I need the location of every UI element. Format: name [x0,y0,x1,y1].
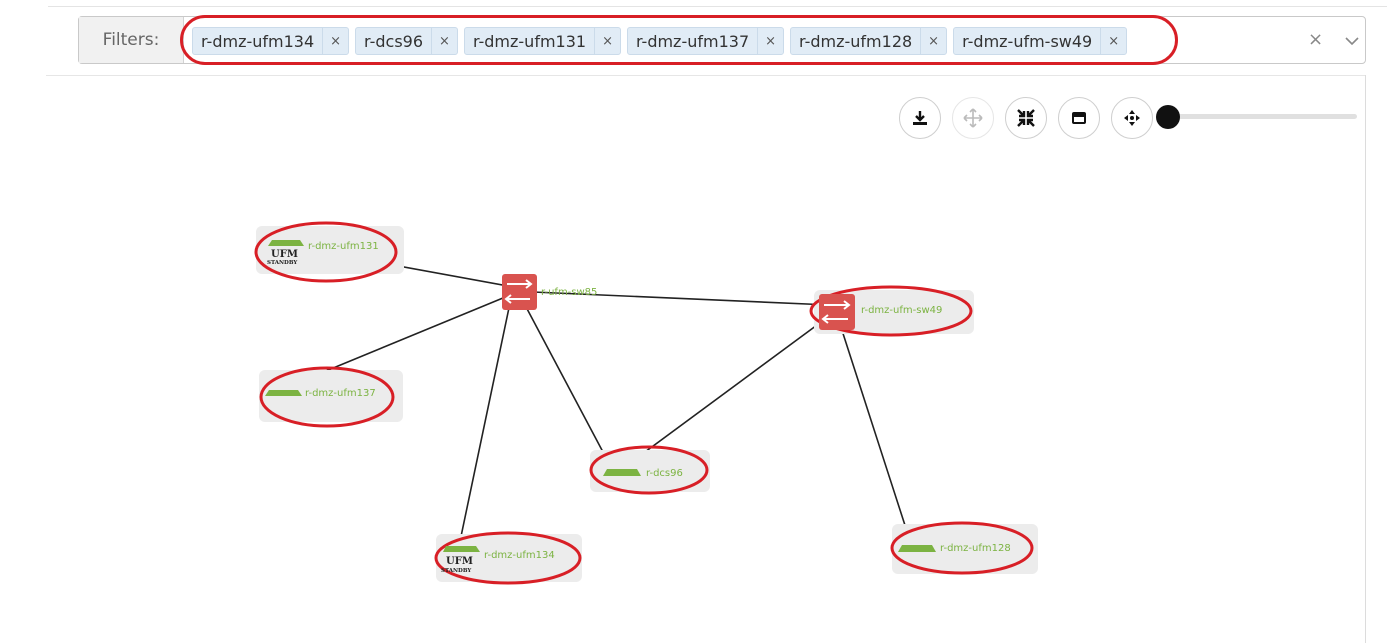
node-label: r-dmz-ufm134 [484,550,555,561]
standby-badge: STANDBY [267,260,297,266]
filter-chip-label: r-dmz-ufm131 [472,31,587,51]
node-label: r-ufm-sw85 [541,287,597,298]
ufm-badge: UFM [271,249,298,260]
server-icon [268,240,304,246]
filter-chip: r-dmz-ufm134 × [192,27,350,55]
filter-bar: Filters: r-dmz-ufm134 × r-dcs96 × r-dmz-… [78,16,1366,64]
canvas-right-border [1365,75,1366,643]
remove-chip-button[interactable]: × [920,28,946,54]
center-icon [1124,110,1140,126]
remove-chip-button[interactable]: × [1100,28,1126,54]
switch-icon [819,294,855,330]
node-r-ufm-sw85[interactable]: r-ufm-sw85 [502,274,597,310]
filter-chip: r-dcs96 × [355,27,458,55]
filter-chip: r-dmz-ufm128 × [790,27,948,55]
remove-chip-button[interactable]: × [594,28,620,54]
topology-link [524,304,613,470]
ufm-badge: UFM [446,556,473,567]
node-r-dmz-ufm134[interactable]: UFM STANDBY r-dmz-ufm134 [434,531,582,585]
filters-label: Filters: [79,17,184,63]
node-r-dmz-ufm-sw49[interactable]: r-dmz-ufm-sw49 [809,285,974,337]
filter-chip-label: r-dcs96 [364,31,424,51]
node-label: r-dcs96 [646,468,683,479]
node-label: r-dmz-ufm137 [305,388,376,399]
center-button[interactable] [1111,97,1153,139]
chevron-down-icon[interactable] [1344,31,1360,50]
filter-chip-label: r-dmz-ufm137 [635,31,750,51]
server-icon [443,546,480,552]
node-r-dmz-ufm131[interactable]: UFM STANDBY r-dmz-ufm131 [254,221,404,283]
server-icon [898,545,936,552]
switch-icon [502,274,537,310]
node-r-dmz-ufm128[interactable]: r-dmz-ufm128 [890,521,1038,575]
standby-badge: STANDBY [441,568,471,574]
top-divider [48,6,1387,7]
zoom-slider-handle[interactable] [1156,105,1180,129]
download-button[interactable] [899,97,941,139]
remove-chip-button[interactable]: × [757,28,783,54]
topology-link [458,302,511,547]
pan-button[interactable] [952,97,994,139]
node-label: r-dmz-ufm131 [308,241,379,252]
window-icon [1072,112,1086,124]
node-label: r-dmz-ufm128 [940,543,1011,554]
node-r-dcs96[interactable]: r-dcs96 [589,445,710,495]
canvas-top-border [46,75,1366,76]
zoom-slider-track[interactable] [1167,114,1357,119]
window-button[interactable] [1058,97,1100,139]
server-icon [265,390,302,396]
topology-link [837,317,913,548]
filter-chip: r-dmz-ufm131 × [463,27,621,55]
remove-chip-button[interactable]: × [322,28,348,54]
clear-filters-button[interactable]: × [1308,29,1324,50]
node-r-dmz-ufm137[interactable]: r-dmz-ufm137 [259,366,403,428]
topology-link [621,313,833,470]
filter-chip: r-dmz-ufm-sw49 × [953,27,1128,55]
server-icon [603,469,641,476]
remove-chip-button[interactable]: × [431,28,457,54]
filter-chip-label: r-dmz-ufm134 [201,31,315,51]
node-label: r-dmz-ufm-sw49 [861,305,942,316]
filter-chip-label: r-dmz-ufm128 [799,31,913,51]
filter-chips: r-dmz-ufm134 × r-dcs96 × r-dmz-ufm131 × … [192,27,1128,55]
filter-chip-label: r-dmz-ufm-sw49 [962,31,1093,51]
filter-chip: r-dmz-ufm137 × [626,27,785,55]
move-icon [963,108,983,128]
download-icon [913,111,927,125]
topology-links [274,244,913,548]
topology-link [532,291,831,306]
collapse-button[interactable] [1005,97,1047,139]
collapse-icon [1017,109,1035,127]
